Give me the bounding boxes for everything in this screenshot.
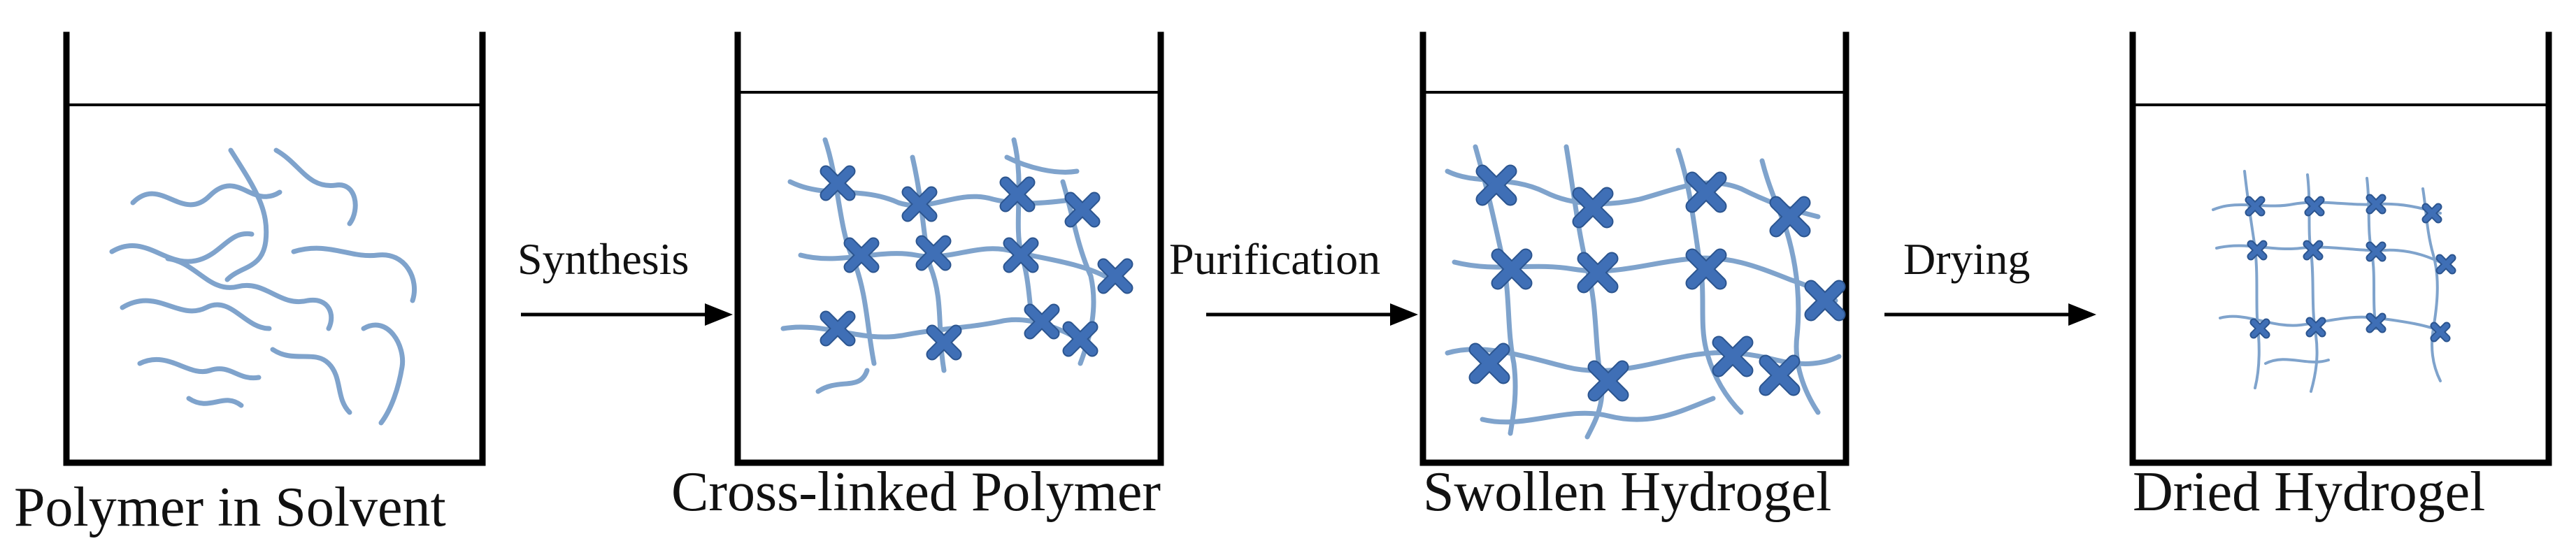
stage-label-dried-hydrogel: Dried Hydrogel xyxy=(2133,461,2485,523)
crosslink-markers xyxy=(820,165,1133,361)
crosslink-marker xyxy=(999,176,1036,212)
arrow-head-icon xyxy=(1390,303,1418,326)
crosslink-markers xyxy=(1468,164,1846,402)
crosslink-marker xyxy=(1024,303,1060,340)
crosslink-marker xyxy=(1572,187,1614,229)
arrow-purification xyxy=(1206,303,1418,326)
crosslink-marker xyxy=(2303,240,2324,261)
crosslink-marker xyxy=(1468,342,1510,384)
crosslink-marker xyxy=(2366,241,2387,262)
crosslink-marker xyxy=(2435,254,2456,275)
crosslink-marker xyxy=(843,237,880,273)
crosslink-marker xyxy=(1685,171,1727,213)
stage-cross-linked-polymer xyxy=(734,31,1164,466)
crosslink-marker xyxy=(2247,240,2268,261)
crosslink-marker xyxy=(2245,196,2266,217)
crosslink-marker xyxy=(1475,164,1517,206)
crosslink-marker xyxy=(1587,360,1629,402)
beaker-1 xyxy=(63,31,486,466)
crosslink-marker xyxy=(2421,203,2442,224)
stage-polymer-in-solvent xyxy=(63,31,486,466)
crosslink-marker xyxy=(1804,280,1846,322)
crosslink-marker xyxy=(1062,321,1099,357)
crosslink-markers xyxy=(2245,194,2456,342)
stage-label-polymer-in-solvent: Polymer in Solvent xyxy=(14,477,446,538)
crosslink-marker xyxy=(1577,252,1619,294)
crosslink-marker xyxy=(2366,194,2387,215)
crosslink-marker xyxy=(2304,196,2325,217)
stage-swollen-hydrogel xyxy=(1419,31,1849,466)
free-polymer-chains xyxy=(109,147,417,426)
crosslink-marker xyxy=(2430,322,2451,342)
arrow-synthesis xyxy=(521,303,733,326)
crosslink-marker xyxy=(2249,318,2270,339)
crosslink-marker xyxy=(1003,237,1039,273)
crosslink-marker xyxy=(1097,258,1133,294)
crosslink-marker xyxy=(2305,317,2326,338)
crosslink-marker xyxy=(915,235,952,271)
crosslink-marker xyxy=(2366,312,2387,333)
arrow-head-icon xyxy=(705,303,733,326)
crosslink-marker xyxy=(1064,192,1101,228)
crosslink-marker xyxy=(1769,196,1811,238)
step-label-synthesis: Synthesis xyxy=(517,234,689,284)
step-label-drying: Drying xyxy=(1903,234,2030,284)
beaker-2 xyxy=(734,31,1164,466)
crosslink-marker xyxy=(926,324,962,361)
crosslink-marker xyxy=(1685,248,1727,290)
stage-label-swollen-hydrogel: Swollen Hydrogel xyxy=(1423,461,1831,523)
beaker-3 xyxy=(1419,31,1849,466)
swollen-network xyxy=(1445,144,1842,440)
crosslink-marker xyxy=(1759,354,1801,396)
crosslink-marker xyxy=(820,165,856,201)
arrow-drying xyxy=(1884,303,2096,326)
stage-label-cross-linked-polymer: Cross-linked Polymer xyxy=(671,461,1161,523)
crosslink-marker xyxy=(901,186,938,222)
crosslink-marker xyxy=(1712,336,1754,377)
arrow-head-icon xyxy=(2068,303,2096,326)
beaker-4 xyxy=(2129,31,2552,466)
crosslink-marker xyxy=(820,310,856,347)
crosslink-marker xyxy=(1491,248,1533,290)
step-label-purification: Purification xyxy=(1169,234,1380,284)
stage-dried-hydrogel xyxy=(2129,31,2552,466)
